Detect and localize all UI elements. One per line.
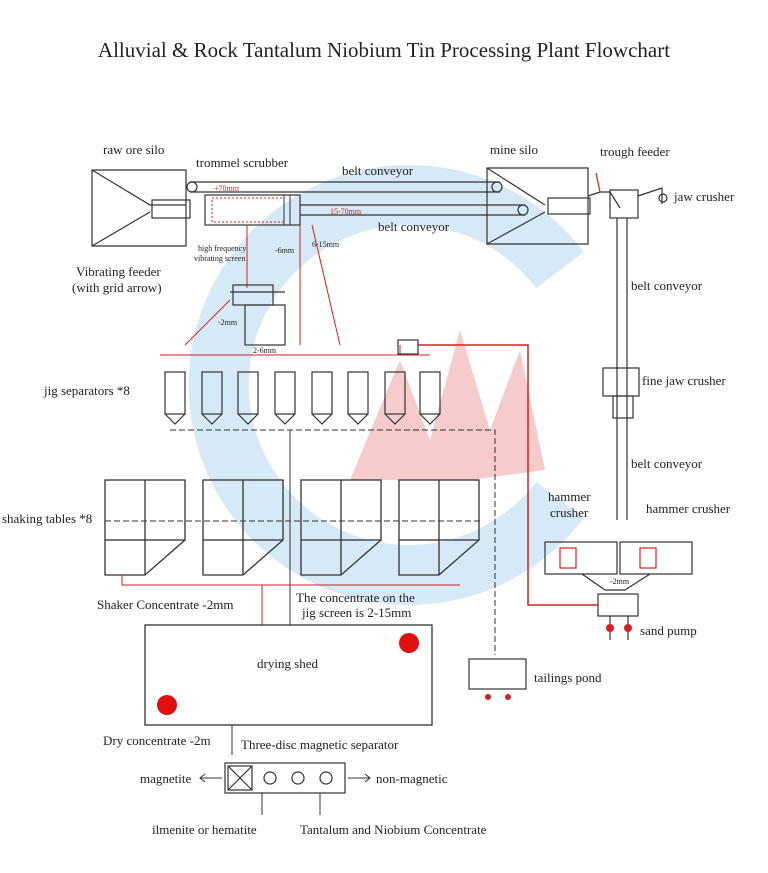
belt-conveyor-top: [186, 181, 503, 193]
label-trough-feeder: trough feeder: [600, 144, 670, 159]
hammer-crushers: [544, 541, 693, 591]
jig-collector: [170, 429, 496, 655]
label-dry-concentrate: Dry concentrate -2m: [103, 733, 211, 748]
label-non-magnetic: non-magnetic: [376, 771, 448, 786]
dim-minus-2-hammer: -2mm: [610, 577, 630, 586]
dim-2-6: 2-6mm: [253, 346, 277, 355]
label-belt-conveyor-right1: belt conveyor: [631, 278, 703, 293]
label-magnetite: magnetite: [140, 771, 192, 786]
label-jig-concentrate-2: jig screen is 2-15mm: [302, 605, 412, 620]
label-shaker-concentrate: Shaker Concentrate -2mm: [97, 597, 234, 612]
label-fine-jaw-crusher: fine jaw crusher: [642, 373, 726, 388]
table-group-2: [202, 479, 284, 576]
jig-4: [274, 371, 296, 425]
label-jig-concentrate-1: The concentrate on the: [296, 590, 415, 605]
label-tailings-pond: tailings pond: [534, 670, 602, 685]
jig-2: [201, 371, 223, 425]
jig-8: [419, 371, 441, 425]
label-belt-conveyor-right2: belt conveyor: [631, 456, 703, 471]
label-vibrating-feeder-2: (with grid arrow): [72, 280, 162, 295]
mine-silo: [486, 167, 591, 245]
jig-7: [384, 371, 406, 425]
label-ilmenite: ilmenite or hematite: [152, 822, 257, 837]
label-hammer-crusher-left-1: hammer: [548, 489, 591, 504]
table-group-4: [398, 479, 480, 576]
jig-separators: [164, 371, 441, 425]
label-jaw-crusher: jaw crusher: [674, 189, 735, 204]
table-group-1: [104, 479, 186, 576]
red-flow-lines: [160, 224, 430, 356]
label-hammer-crusher-left-2: crusher: [550, 505, 589, 520]
dim-6-15: 6-15mm: [312, 240, 340, 249]
drying-shed: [144, 624, 433, 726]
belt-conveyor-right: [602, 218, 640, 520]
label-raw-ore-silo: raw ore silo: [103, 142, 165, 157]
label-trommel-scrubber: trommel scrubber: [196, 155, 289, 170]
dim-15-70: 15-70mm: [330, 207, 362, 216]
dim-minus-2: -2mm: [218, 318, 238, 327]
jig-6: [347, 371, 369, 425]
watermark-logo: [188, 165, 584, 605]
label-hf-screen-2: vibrating screen: [194, 254, 246, 263]
tailings-pond: [468, 658, 527, 690]
label-belt-conveyor-second: belt conveyor: [378, 219, 450, 234]
label-belt-conveyor-top: belt conveyor: [342, 163, 414, 178]
dim-plus-70: +70mm: [214, 184, 239, 193]
label-hammer-crusher-right: hammer crusher: [646, 501, 731, 516]
three-disc-magnetic-separator: [224, 762, 346, 794]
distributor-box: [397, 339, 419, 355]
label-mine-silo: mine silo: [490, 142, 539, 157]
shaking-tables: [104, 479, 480, 625]
jig-1: [164, 371, 186, 425]
high-frequency-vibrating-screen: [230, 284, 286, 346]
heater-icon-right: [399, 633, 419, 653]
heater-icon-left: [157, 695, 177, 715]
tailings-pumps: [485, 694, 511, 700]
jaw-crusher: [609, 187, 668, 219]
label-shaking-tables: shaking tables *8: [2, 511, 93, 526]
trommel-scrubber: [204, 194, 301, 226]
label-sand-pump: sand pump: [640, 623, 697, 638]
label-vibrating-feeder-1: Vibrating feeder: [76, 264, 161, 279]
trough-feeder: [587, 172, 621, 209]
table-group-3: [300, 479, 382, 576]
label-three-disc: Three-disc magnetic separator: [241, 737, 399, 752]
dim-minus-6: -6mm: [275, 246, 295, 255]
page-title: Alluvial & Rock Tantalum Niobium Tin Pro…: [97, 38, 671, 62]
separator-arrows: [199, 773, 371, 815]
jig-3: [237, 371, 259, 425]
return-pipe: [418, 344, 598, 606]
sand-pump: [597, 593, 639, 640]
label-ta-nb-concentrate: Tantalum and Niobium Concentrate: [300, 822, 487, 837]
label-drying-shed: drying shed: [257, 656, 319, 671]
raw-ore-silo: [91, 169, 191, 247]
label-jig-separators: jig separators *8: [44, 383, 130, 398]
label-hf-screen-1: high frequency: [198, 244, 247, 253]
jig-5: [311, 371, 333, 425]
